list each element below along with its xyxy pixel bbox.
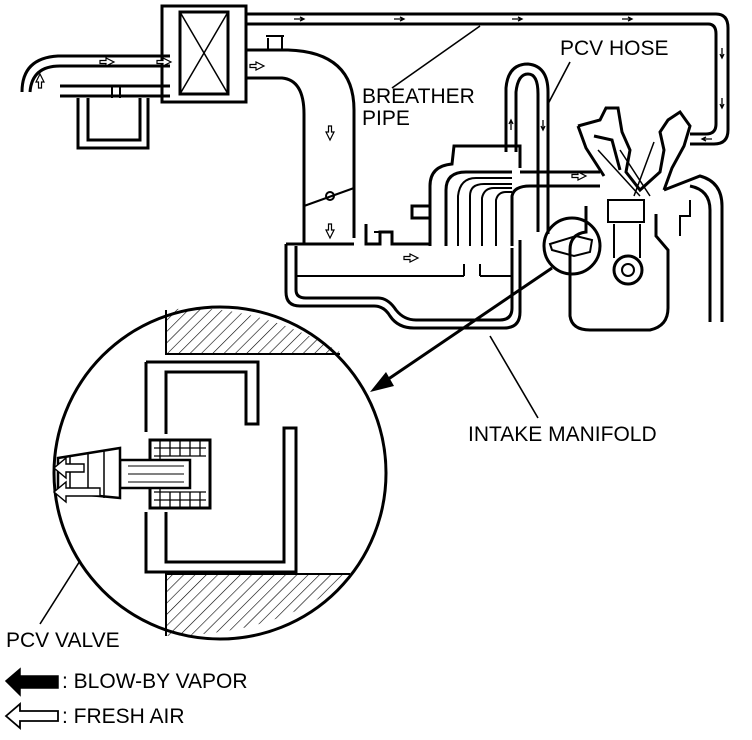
breather-flow-ticks xyxy=(294,16,725,142)
pcv-hose xyxy=(504,62,550,234)
air-intake-pipe xyxy=(246,35,356,244)
breather-pipe-label-line1: BREATHER xyxy=(362,85,475,108)
intake-runners xyxy=(428,144,600,246)
pcv-hose-leader xyxy=(547,61,571,105)
intake-manifold-leader xyxy=(489,335,539,419)
pcv-valve-detail-marker xyxy=(542,216,602,276)
breather-pipe-label: BREATHER PIPE xyxy=(362,86,475,130)
breather-pipe xyxy=(246,12,730,146)
legend-fresh-air-label: : FRESH AIR xyxy=(62,705,185,728)
flow-arrows xyxy=(35,57,588,263)
hollow-arrow-left-icon xyxy=(4,702,59,730)
engine-block xyxy=(568,106,724,332)
pcv-valve-detail xyxy=(52,305,388,641)
breather-pipe-label-line2: PIPE xyxy=(362,107,410,130)
intake-plenum xyxy=(284,204,522,330)
pcv-valve-label: PCV VALVE xyxy=(6,629,120,652)
resonator-box xyxy=(76,86,150,150)
legend-blow-by-label: : BLOW-BY VAPOR xyxy=(62,670,248,693)
air-cleaner-box xyxy=(160,4,248,104)
solid-arrow-left-icon xyxy=(4,667,59,697)
detail-pointer-arrow xyxy=(370,266,553,392)
pcv-hose-label: PCV HOSE xyxy=(560,37,669,60)
air-intake-duct xyxy=(20,54,170,98)
intake-manifold-label: INTAKE MANIFOLD xyxy=(468,423,657,446)
breather-pipe-leader xyxy=(391,25,481,89)
